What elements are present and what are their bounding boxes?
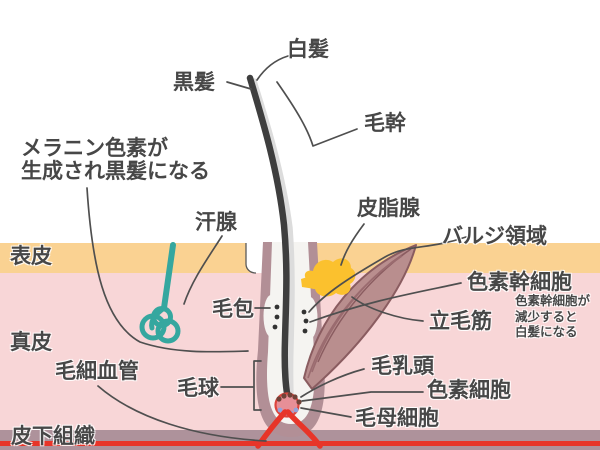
bulge-leader — [308, 236, 467, 313]
arrector-leader — [351, 296, 424, 322]
pigment-cell-dots — [276, 392, 302, 405]
label-bulge-region: バルジ領域 — [442, 224, 547, 248]
air-layer — [0, 0, 600, 243]
sweat-gland-shape — [139, 242, 181, 344]
label-hair-matrix-cell: 毛母細胞 — [355, 406, 439, 430]
label-hair-follicle: 毛包 — [212, 297, 254, 321]
white-hair-leader — [256, 55, 289, 81]
sebaceous-gland-shape — [301, 258, 356, 297]
label-epidermis: 表皮 — [10, 244, 52, 268]
matrix-cell-leader — [300, 407, 352, 418]
label-arrector-pili: 立毛筋 — [429, 309, 492, 333]
bulge-stem-cell-dots — [272, 304, 309, 334]
melanin-note-line2: 生成され黒髪になる — [21, 159, 210, 184]
hair-shaft-leader — [276, 81, 358, 147]
sweat-gland-leader — [183, 235, 223, 305]
black-hair-strand — [246, 74, 292, 402]
label-sweat-gland: 汗腺 — [195, 210, 237, 234]
label-hair-bulb: 毛球 — [177, 376, 219, 400]
label-sebaceous-gland: 皮脂腺 — [357, 196, 420, 220]
capillary-shape — [0, 409, 600, 449]
hair-shaft-shape — [246, 74, 295, 402]
label-dermis: 真皮 — [10, 330, 52, 354]
label-pigment-stem-cell: 色素幹細胞 — [467, 270, 572, 294]
label-stem-cell-note: 色素幹細胞が 減少すると 白髪になる — [515, 293, 590, 340]
label-hair-shaft: 毛幹 — [364, 111, 406, 135]
bulb-bracket — [253, 360, 262, 411]
melanin-note-leader — [86, 187, 249, 353]
label-black-hair: 黒髪 — [173, 70, 215, 94]
label-hair-papilla: 毛乳頭 — [371, 354, 434, 378]
black-hair-leader — [226, 81, 252, 90]
label-melanin-note: メラニン色素が 生成され黒髪になる — [21, 136, 210, 184]
melanin-note-line1: メラニン色素が — [21, 136, 168, 160]
capillary-leader — [97, 385, 267, 442]
stem-cell-note-line1: 色素幹細胞が — [515, 293, 591, 308]
papilla-leader — [300, 368, 365, 398]
label-capillary: 毛細血管 — [55, 359, 139, 383]
label-subcutaneous-tissue: 皮下組織 — [11, 424, 95, 448]
leader-lines — [86, 55, 467, 442]
sebaceous-leader — [340, 223, 365, 266]
label-pigment-cell: 色素細胞 — [427, 378, 511, 402]
white-hair-strand — [251, 78, 295, 401]
pigment-cell-leader — [301, 391, 424, 402]
stem-cell-note-line2: 減少すると — [515, 308, 578, 324]
stem-cell-note-line3: 白髪になる — [515, 324, 578, 339]
label-white-hair: 白髪 — [287, 37, 329, 61]
pigment-stem-cell-leader — [309, 282, 462, 323]
